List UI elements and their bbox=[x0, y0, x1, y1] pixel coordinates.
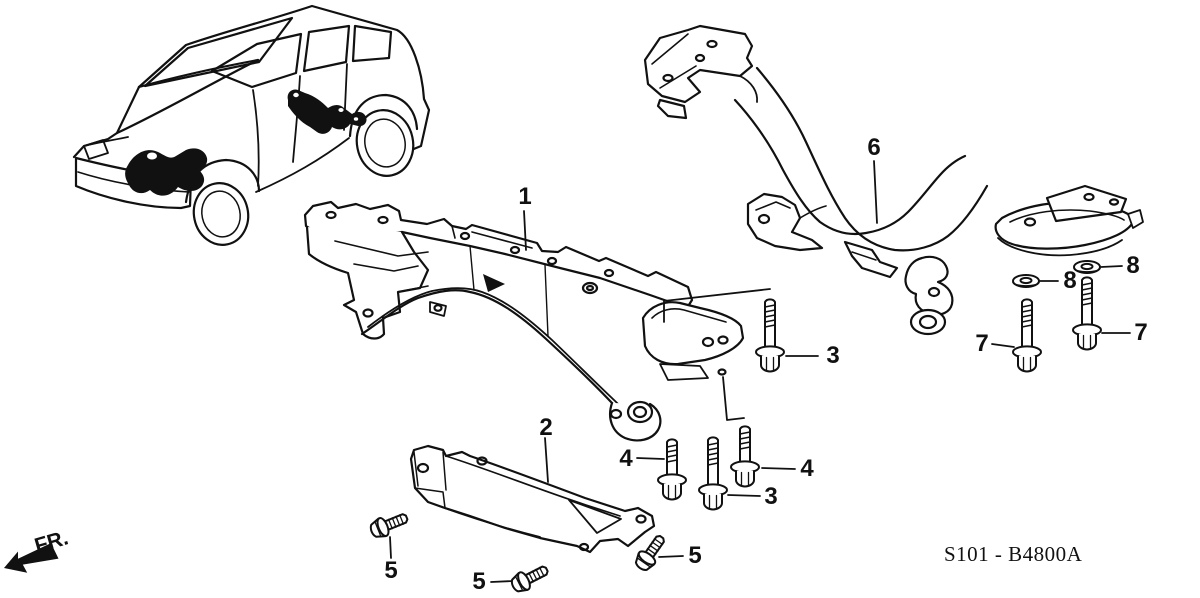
callout-part-8-left: 8 bbox=[1063, 267, 1077, 294]
highlight-front-subframe bbox=[125, 148, 208, 196]
leader-lines bbox=[389, 160, 1131, 583]
callout-part-2: 2 bbox=[539, 414, 553, 441]
beam-tag-plate bbox=[843, 240, 899, 279]
rear-cross-beam-part-6 bbox=[643, 24, 1144, 336]
callout-part-4-right: 4 bbox=[800, 455, 814, 482]
front-door-window bbox=[210, 32, 303, 89]
bolt-5-center bbox=[507, 559, 553, 597]
rear-wheel bbox=[355, 109, 415, 177]
washer-8-left bbox=[1012, 274, 1040, 288]
callout-part-5-left: 5 bbox=[384, 557, 398, 584]
windshield bbox=[143, 16, 294, 88]
callout-part-3-lower: 3 bbox=[764, 483, 778, 510]
callout-part-1: 1 bbox=[518, 183, 532, 210]
vehicle-locator-illustration bbox=[72, 4, 431, 246]
beam-left-bracket bbox=[643, 24, 758, 120]
callout-part-7-right: 7 bbox=[1134, 319, 1148, 346]
bolt-4-right bbox=[730, 425, 760, 488]
subframe-right-mount-bracket bbox=[641, 301, 745, 381]
front-direction-label: FR. bbox=[32, 526, 71, 557]
beam-side-bracket bbox=[746, 192, 827, 252]
bolt-5-left bbox=[367, 507, 412, 542]
front-direction-indicator: FR. bbox=[4, 526, 71, 573]
lower-cross-brace-part-2 bbox=[409, 444, 656, 554]
callout-part-5-right: 5 bbox=[688, 542, 702, 569]
highlight-rear-beam bbox=[287, 89, 367, 134]
callout-part-6: 6 bbox=[867, 134, 881, 161]
callout-part-4-left: 4 bbox=[619, 445, 633, 472]
rear-door-window bbox=[302, 24, 351, 73]
bolt-7-right bbox=[1072, 276, 1102, 351]
front-wheel bbox=[192, 182, 250, 246]
beam-bushing-bracket bbox=[904, 255, 954, 336]
callout-part-3-upper: 3 bbox=[826, 342, 840, 369]
beam-right-bracket bbox=[994, 184, 1144, 257]
front-direction-arrow-icon bbox=[4, 543, 59, 573]
front-subframe-part-1 bbox=[303, 200, 745, 442]
bolt-3-upper bbox=[755, 298, 785, 373]
callout-part-8-right: 8 bbox=[1126, 252, 1140, 279]
washer-8-right bbox=[1073, 260, 1101, 274]
bolt-4-left bbox=[657, 438, 687, 501]
callout-part-5-center: 5 bbox=[472, 568, 486, 595]
bolt-3-lower bbox=[698, 436, 728, 511]
bolt-7-left bbox=[1012, 298, 1042, 373]
callout-part-7-left: 7 bbox=[975, 330, 989, 357]
headlight bbox=[83, 139, 109, 160]
quarter-window bbox=[351, 24, 393, 63]
diagram-code: S101 - B4800A bbox=[944, 542, 1083, 566]
